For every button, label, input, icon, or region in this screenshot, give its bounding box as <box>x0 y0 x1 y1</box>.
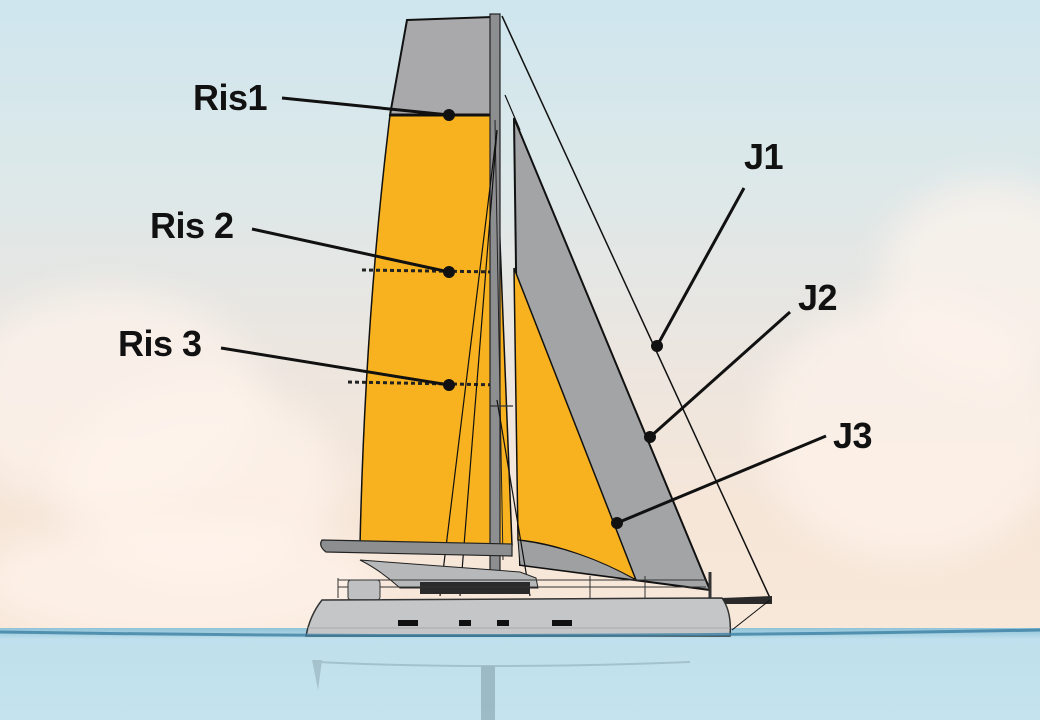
mainsail-body <box>359 114 513 546</box>
sea-water <box>0 628 1040 720</box>
underwater-hull <box>312 660 691 720</box>
label-j2: J2 <box>798 277 838 318</box>
bowsprit <box>722 596 772 604</box>
ris3-dot <box>443 379 455 391</box>
ris2-dot <box>443 266 455 278</box>
porthole <box>552 620 572 626</box>
porthole <box>497 620 509 626</box>
mainsail-head <box>388 15 497 116</box>
reef-line-2 <box>361 268 501 274</box>
lifelines <box>337 572 712 598</box>
j2-leader <box>649 310 791 439</box>
ris3-leader <box>220 346 450 387</box>
ris1-dot <box>443 109 455 121</box>
label-ris1: Ris1 <box>193 77 268 118</box>
j1-dot <box>651 340 663 352</box>
j3-leader <box>616 434 827 525</box>
helm-seat <box>347 579 381 601</box>
ris2-leader <box>251 227 450 274</box>
j2-dot <box>644 431 656 443</box>
label-ris2: Ris 2 <box>150 205 234 246</box>
cabin-windows <box>420 582 530 594</box>
waterline <box>0 628 1040 638</box>
j3-dot <box>611 517 623 529</box>
label-j1: J1 <box>744 136 784 177</box>
porthole <box>459 620 471 626</box>
cloud <box>760 300 1040 560</box>
label-ris3: Ris 3 <box>118 323 202 364</box>
porthole <box>398 620 418 626</box>
rudder <box>312 660 322 690</box>
callout-lines <box>220 96 827 529</box>
label-j3: J3 <box>833 415 873 456</box>
boom <box>320 539 513 557</box>
j1-leader <box>655 187 746 347</box>
ris1-leader <box>281 96 450 117</box>
sky-background <box>0 0 1040 640</box>
hull <box>305 597 732 637</box>
keel <box>481 666 495 720</box>
forestay <box>501 15 771 599</box>
